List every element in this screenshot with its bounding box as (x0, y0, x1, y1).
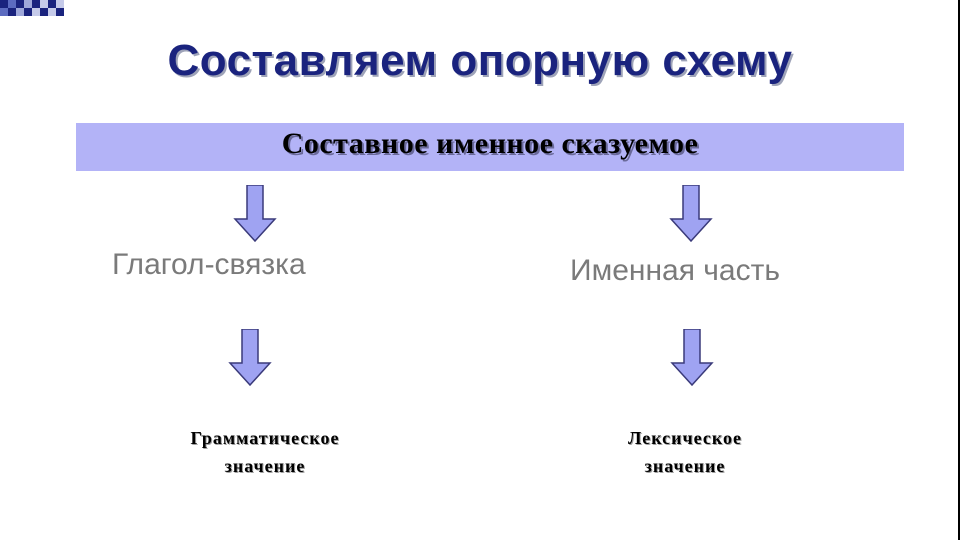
header-band (76, 123, 904, 171)
band-text: Составное именное сказуемое (281, 127, 699, 160)
corner-decoration (0, 0, 64, 20)
corner-square (8, 8, 16, 16)
left-meaning-line1: Грамматическое (190, 428, 340, 448)
arrow-down-icon (228, 329, 272, 387)
corner-square (24, 8, 32, 16)
slide-edge-rule (958, 0, 960, 540)
corner-square (0, 8, 8, 16)
left-label: Глагол-связка (112, 248, 306, 281)
corner-square (32, 8, 40, 16)
arrow-down-icon (233, 185, 277, 243)
corner-square (16, 8, 24, 16)
corner-square (48, 8, 56, 16)
corner-square (48, 0, 56, 8)
corner-square (56, 0, 64, 8)
corner-square (56, 8, 64, 16)
corner-square (40, 0, 48, 8)
arrow-down-icon (670, 329, 714, 387)
corner-square (16, 0, 24, 8)
corner-square (0, 0, 8, 8)
right-meaning-line2: значение (644, 456, 726, 476)
corner-square (24, 0, 32, 8)
left-meaning: Грамматическое значение (120, 424, 410, 480)
right-label: Именная часть (570, 254, 780, 287)
right-meaning: Лексическое значение (565, 424, 805, 480)
slide-title: Составляем опорную схему (167, 36, 793, 85)
right-meaning-line1: Лексическое (627, 428, 743, 448)
left-meaning-line2: значение (224, 456, 306, 476)
corner-square (32, 0, 40, 8)
corner-square (8, 0, 16, 8)
corner-square (40, 8, 48, 16)
arrow-down-icon (669, 185, 713, 243)
